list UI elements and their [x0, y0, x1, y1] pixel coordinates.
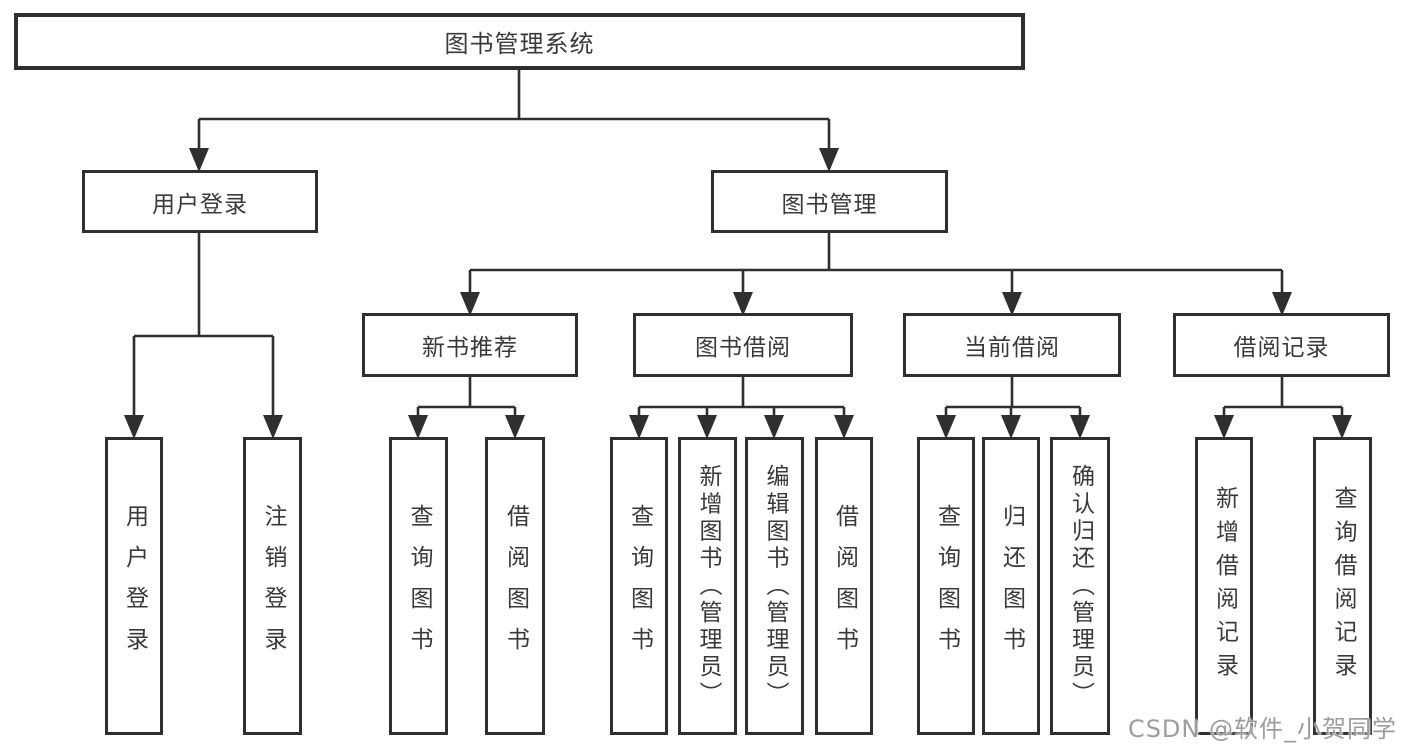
leaf-cb-query-books: 查询图书	[917, 437, 975, 735]
csdn-watermark: CSDN @软件_小贺同学	[1127, 715, 1397, 743]
leaf-logout: 注销登录	[243, 437, 302, 735]
connector-user-login-lines	[132, 233, 275, 417]
connector-book-borrow	[629, 377, 854, 439]
connector-borrow-records-lines	[1222, 377, 1344, 417]
leaf-cb-return-books: 归还图书	[982, 437, 1040, 735]
connector-book-management-lines	[468, 233, 1284, 294]
connector-book-borrow-arrowheads	[629, 415, 854, 439]
connector-new-book-recommend-arrowheads	[408, 415, 525, 439]
node-borrow-records: 借阅记录	[1173, 313, 1390, 377]
connector-book-management	[460, 233, 1292, 316]
leaf-bb-query-books: 查询图书	[610, 437, 668, 735]
connector-current-borrow-lines	[944, 377, 1082, 417]
leaf-bb-add-book-admin: 新增图书（管理员）	[678, 437, 737, 735]
connector-root-lines	[197, 70, 831, 150]
root-node: 图书管理系统	[14, 13, 1025, 70]
connector-new-book-recommend-lines	[416, 377, 517, 417]
leaf-nbr-query-books: 查询图书	[389, 437, 448, 735]
connector-book-borrow-lines	[637, 377, 846, 417]
leaf-cb-confirm-return-admin: 确认归还（管理员）	[1050, 437, 1110, 735]
connector-root-arrowheads	[189, 148, 839, 172]
leaf-nbr-borrow-books: 借阅图书	[485, 437, 545, 735]
connector-borrow-records	[1214, 377, 1352, 439]
leaf-bb-borrow-books: 借阅图书	[815, 437, 873, 735]
connector-user-login-arrowheads	[124, 415, 283, 439]
leaf-br-add-record: 新增借阅记录	[1195, 437, 1253, 735]
node-user-login: 用户登录	[82, 170, 318, 233]
node-current-borrow: 当前借阅	[903, 313, 1121, 377]
leaf-bb-edit-book-admin: 编辑图书（管理员）	[745, 437, 804, 735]
connector-borrow-records-arrowheads	[1214, 415, 1352, 439]
connector-current-borrow	[936, 377, 1090, 439]
connector-current-borrow-arrowheads	[936, 415, 1090, 439]
node-book-management: 图书管理	[711, 170, 948, 233]
leaf-br-query-record: 查询借阅记录	[1313, 437, 1372, 735]
connector-user-login	[124, 233, 283, 439]
node-book-borrow: 图书借阅	[633, 313, 853, 377]
connector-book-management-arrowheads	[460, 292, 1292, 316]
leaf-user-login: 用户登录	[105, 437, 163, 735]
node-new-book-recommend: 新书推荐	[362, 313, 578, 377]
connector-root	[189, 70, 839, 172]
connector-new-book-recommend	[408, 377, 525, 439]
